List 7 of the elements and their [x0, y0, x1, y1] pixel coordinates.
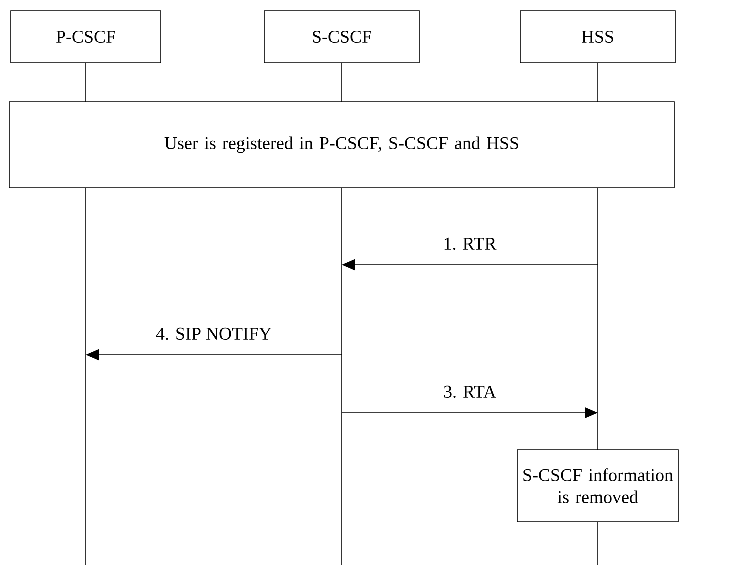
participant-box: P-CSCF	[10, 10, 162, 64]
participant-box: HSS	[520, 10, 676, 64]
edge-label: 3. RTA	[442, 384, 498, 400]
edge-label: 4. SIP NOTIFY	[155, 326, 273, 342]
participant-box: S-CSCF	[264, 10, 420, 64]
edge-label: 1. RTR	[442, 236, 498, 252]
state-band: User is registered in P-CSCF, S-CSCF and HSS	[9, 102, 675, 188]
